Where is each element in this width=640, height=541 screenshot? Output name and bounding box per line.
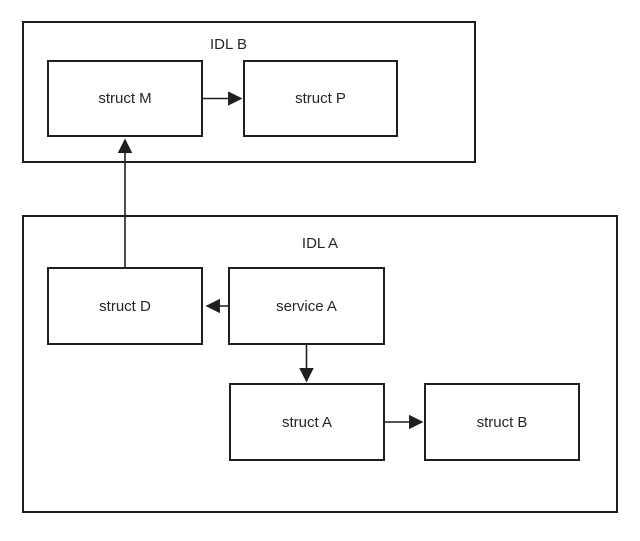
node-struct-b: struct B xyxy=(424,383,580,461)
node-service-a: service A xyxy=(228,267,385,345)
node-struct-d: struct D xyxy=(47,267,203,345)
node-struct-b-label: struct B xyxy=(476,413,528,431)
container-idl-a-label: IDL A xyxy=(301,235,339,252)
node-struct-d-label: struct D xyxy=(99,297,151,315)
node-struct-m: struct M xyxy=(47,60,203,137)
node-struct-p: struct P xyxy=(243,60,398,137)
node-service-a-label: service A xyxy=(276,297,337,315)
node-struct-p-label: struct P xyxy=(295,90,346,107)
node-struct-m-label: struct M xyxy=(98,90,152,107)
container-idl-b-label: IDL B xyxy=(210,36,247,53)
node-struct-a-label: struct A xyxy=(281,413,333,431)
node-struct-a: struct A xyxy=(229,383,385,461)
container-idl-a: IDL A xyxy=(22,215,618,513)
